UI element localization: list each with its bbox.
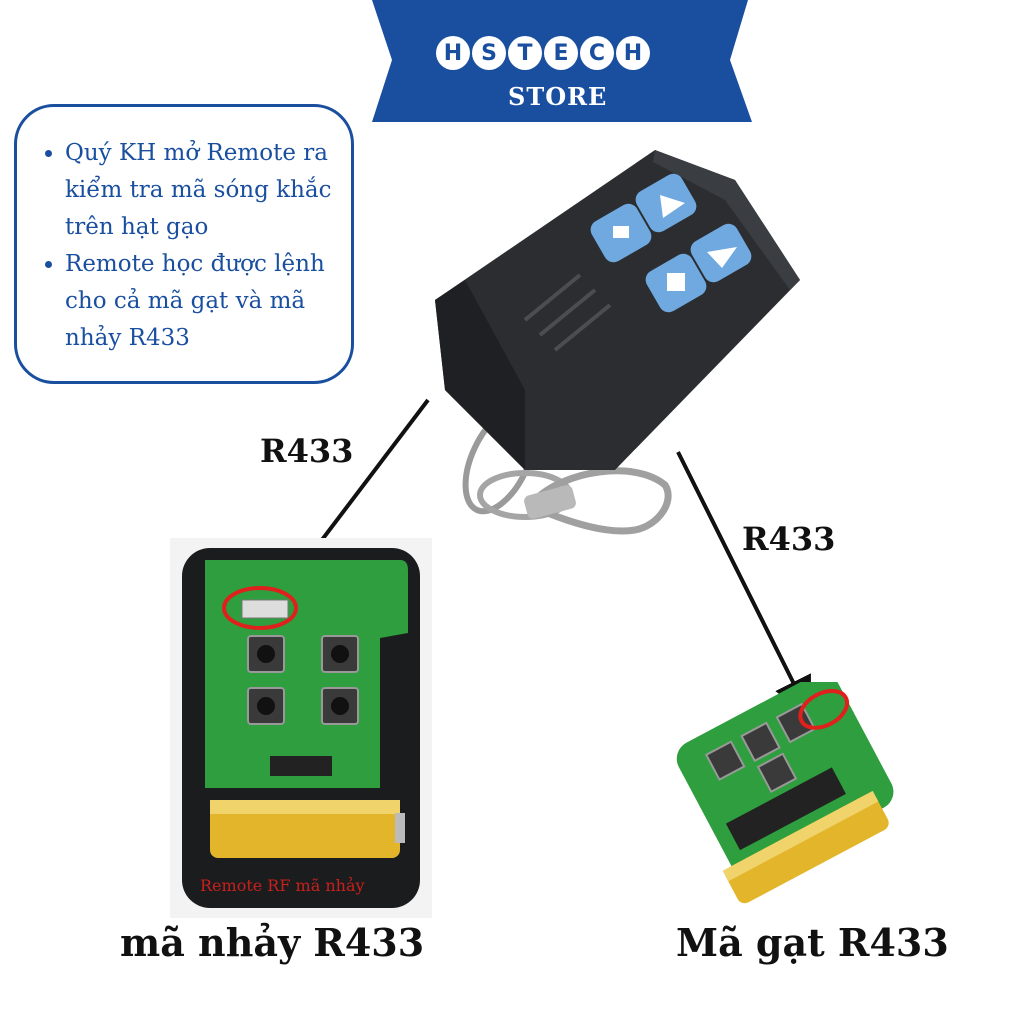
brand-logo: H S T E C H [436, 36, 650, 70]
info-item: Remote học được lệnh cho cả mã gạt và mã… [65, 246, 351, 357]
logo-letter: C [580, 36, 614, 70]
store-label: STORE [508, 82, 608, 111]
logo-letter: S [472, 36, 506, 70]
info-list: Quý KH mở Remote ra kiểm tra mã sóng khắ… [17, 107, 351, 357]
pcb-left-graphic [182, 548, 420, 908]
r433-label-left: R433 [260, 432, 354, 470]
info-item: Quý KH mở Remote ra kiểm tra mã sóng khắ… [65, 135, 351, 246]
fixed-code-caption: Mã gạt R433 [676, 920, 949, 965]
fixed-code-pcb-photo [676, 682, 894, 904]
right-arrow [676, 451, 811, 718]
rolling-code-caption: mã nhảy R433 [120, 920, 425, 965]
remote-key-fob-image [435, 150, 800, 535]
logo-letter: H [436, 36, 470, 70]
info-box: Quý KH mở Remote ra kiểm tra mã sóng khắ… [14, 104, 354, 384]
logo-letter: H [616, 36, 650, 70]
logo-letter: T [508, 36, 542, 70]
store-banner: H S T E C H STORE [0, 0, 1024, 125]
r433-label-right: R433 [742, 520, 836, 558]
remote-buttons [590, 173, 752, 313]
rolling-code-pcb-photo: Remote RF mã nhảy [170, 538, 432, 918]
pcb-left-caption: Remote RF mã nhảy [200, 876, 365, 895]
logo-letter: E [544, 36, 578, 70]
